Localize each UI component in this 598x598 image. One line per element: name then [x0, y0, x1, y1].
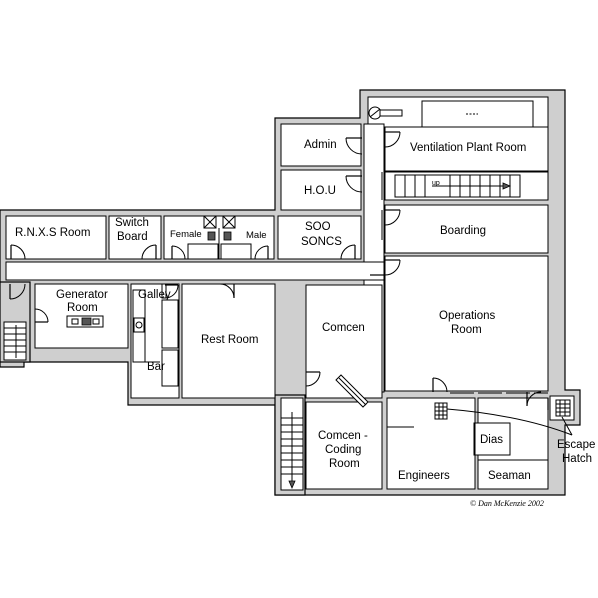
generator-room	[34, 283, 129, 349]
hou-room	[280, 169, 362, 211]
generator-block	[81, 317, 92, 326]
label-comcen-coding-2: Coding	[325, 444, 361, 456]
left-stair	[3, 321, 27, 361]
labels: R.N.X.S Room Switch Board Female Male SO…	[15, 139, 595, 508]
escape-hatch-grille	[555, 399, 571, 417]
main-corridor	[5, 261, 385, 281]
soo-soncs-room	[277, 215, 362, 260]
label-engineers: Engineers	[398, 470, 450, 482]
galley-partition	[161, 283, 167, 299]
label-soo: SOO	[305, 221, 331, 233]
up-stair-treads	[404, 175, 511, 197]
bar-counter	[161, 299, 179, 349]
label-operations: Operations	[439, 310, 496, 322]
boarding-room	[384, 204, 549, 254]
bar-top	[161, 349, 179, 387]
copyright: © Dan McKenzie 2002	[470, 499, 544, 508]
rest-room	[181, 283, 276, 399]
up-stair-arrowhead	[502, 182, 512, 190]
doors	[9, 131, 549, 410]
label-male: Male	[246, 230, 267, 241]
left-stair-treads	[4, 327, 26, 353]
dias	[473, 422, 511, 456]
label-galley: Galley	[138, 289, 171, 301]
lower-stair-arrowhead	[288, 480, 296, 490]
label-dias: Dias	[480, 434, 503, 446]
switch-board-room	[108, 215, 162, 260]
label-ventilation: Ventilation Plant Room	[410, 142, 526, 154]
label-generator-room: Room	[67, 302, 98, 314]
basin-icon	[223, 231, 232, 241]
label-rnxs-room: R.N.X.S Room	[15, 227, 90, 239]
escape-hatch-leader	[446, 408, 573, 436]
label-bar: Bar	[147, 361, 165, 373]
label-boarding: Boarding	[440, 225, 486, 237]
label-switch: Switch	[115, 217, 149, 229]
label-generator: Generator	[56, 289, 108, 301]
label-escape: Escape	[557, 439, 595, 451]
partitions	[381, 172, 548, 394]
label-comcen-coding-3: Room	[329, 458, 360, 470]
label-rest-room: Rest Room	[201, 334, 259, 346]
rooms	[3, 96, 575, 491]
up-stair-label: up	[432, 180, 440, 187]
fixtures	[66, 100, 573, 489]
escape-hatch-grille	[434, 402, 448, 420]
vent-duct	[379, 109, 403, 117]
label-female: Female	[170, 229, 202, 240]
label-soncs: SONCS	[301, 236, 342, 248]
label-operations-room: Room	[451, 324, 482, 336]
label-admin: Admin	[304, 139, 337, 151]
galley-stove	[133, 317, 145, 333]
engineers-room	[386, 397, 476, 490]
operations-room	[384, 255, 549, 392]
comcen-coding-room	[305, 401, 383, 490]
label-comcen: Comcen	[322, 322, 365, 334]
toilet-partition	[220, 243, 252, 260]
label-comcen-coding-1: Comcen -	[318, 430, 368, 442]
stairs: up	[4, 174, 521, 490]
label-seaman: Seaman	[488, 470, 531, 482]
label-board: Board	[117, 231, 148, 243]
toilet-partition	[187, 243, 219, 260]
basin-icon	[207, 231, 216, 241]
label-hou: H.O.U	[304, 185, 336, 197]
label-hatch: Hatch	[562, 453, 592, 465]
